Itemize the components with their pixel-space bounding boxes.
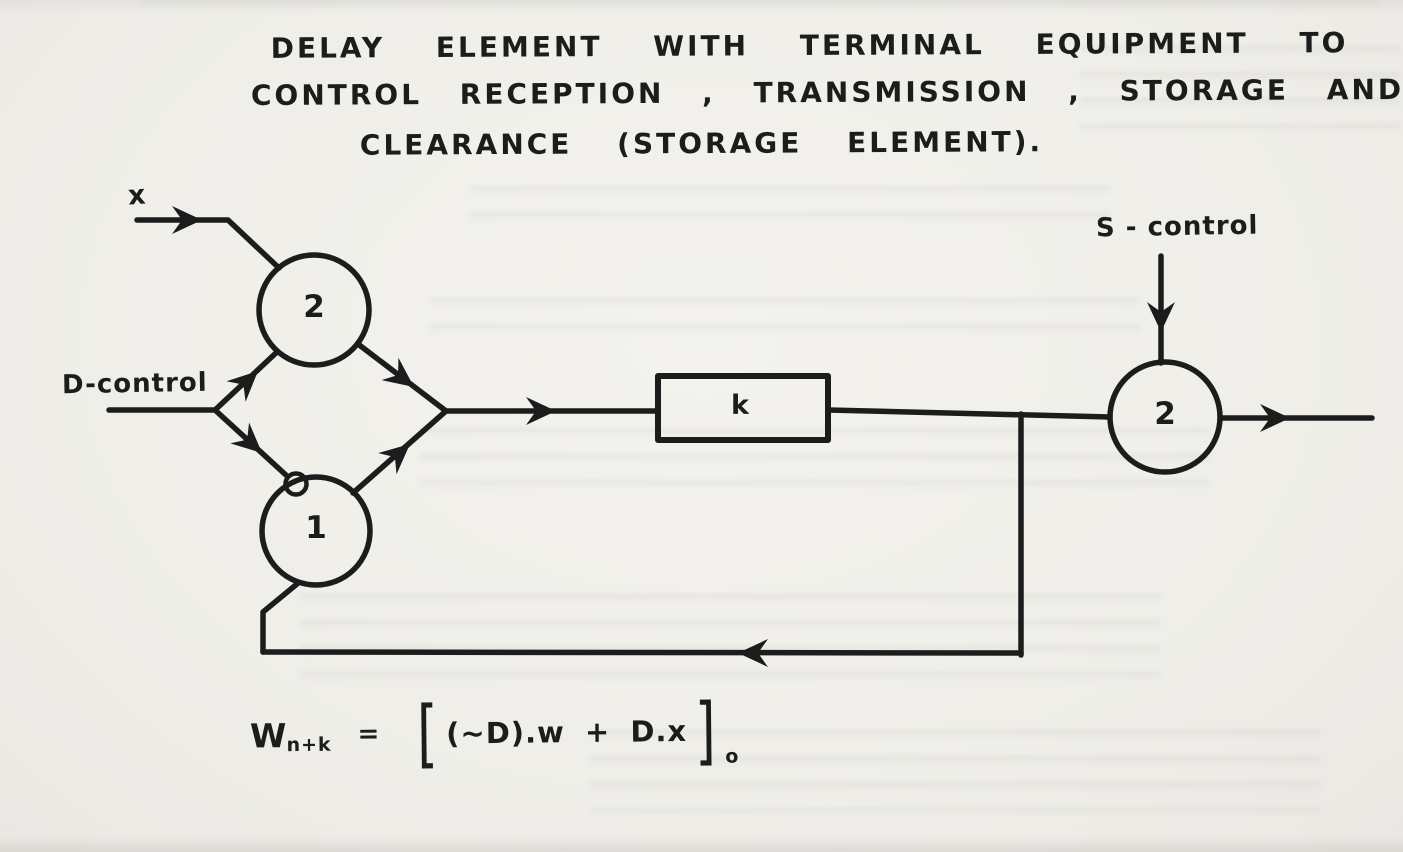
x-input-line — [134, 217, 282, 271]
gate-output-number: 2 — [1154, 396, 1176, 432]
s-control-label: S - control — [1095, 210, 1259, 244]
x-input-label: x — [126, 179, 147, 212]
storage-element-equation: W n+k = [ (∼D).w + D.x ] o — [249, 688, 739, 777]
gate-bottom-circle — [259, 474, 373, 588]
gate-bottom-number: 1 — [305, 510, 327, 546]
feedback-horizontal-line — [260, 649, 1024, 656]
equation-lhs-subscript: n+k — [286, 733, 332, 757]
negation-bubble — [283, 471, 309, 497]
delay-to-gate-line — [825, 407, 1113, 420]
arrowhead-output — [1260, 404, 1290, 432]
delay-box-label: k — [731, 390, 749, 421]
arrowhead-s-control — [1147, 302, 1175, 332]
arrowhead-feedback — [738, 639, 768, 667]
arrowhead-d-lower — [230, 422, 262, 453]
arrowhead-to-delay — [526, 397, 556, 425]
feedback-return-line — [260, 581, 300, 655]
arrowhead-bottom-merge — [378, 444, 410, 475]
gate-top-number: 2 — [303, 289, 325, 325]
equation-lhs: W — [249, 715, 287, 756]
equation-outer-subscript: o — [725, 745, 739, 768]
arrowhead-top-merge — [381, 357, 414, 387]
gate-top-circle — [256, 252, 372, 368]
equation-equals: = — [357, 719, 380, 750]
arrowhead-d-upper — [226, 371, 258, 402]
arrowhead-x-input — [172, 206, 202, 234]
equation-expression: (∼D).w + D.x — [445, 713, 688, 751]
d-control-label: D-control — [61, 367, 208, 401]
